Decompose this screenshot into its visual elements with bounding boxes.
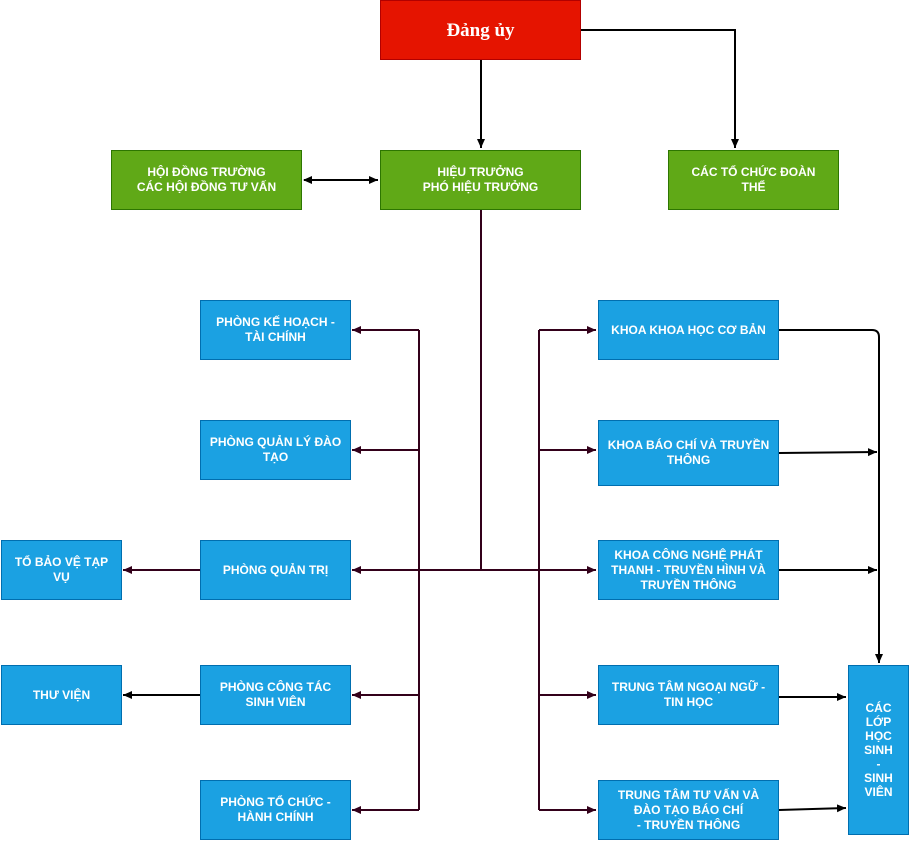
unions-label: CÁC TỔ CHỨC ĐOÀN THỂ <box>691 165 816 194</box>
basic-science-node: KHOA KHOA HỌC CƠ BẢN <box>598 300 779 360</box>
language-it-node: TRUNG TÂM NGOẠI NGỮ - TIN HỌC <box>598 665 779 725</box>
party-committee-node: Đảng ủy <box>380 0 581 60</box>
administration-label: PHÒNG QUẢN TRỊ <box>222 562 329 577</box>
consulting-training-label: TRUNG TÂM TƯ VẤN VÀ ĐÀO TẠO BÁO CHÍ - TR… <box>617 787 760 832</box>
unions-node: CÁC TỔ CHỨC ĐOÀN THỂ <box>668 150 839 210</box>
language-it-label: TRUNG TÂM NGOẠI NGỮ - TIN HỌC <box>611 680 766 709</box>
councils-node: HỘI ĐỒNG TRƯỜNG CÁC HỘI ĐỒNG TƯ VẤN <box>111 150 302 210</box>
broadcast-tech-label: KHOA CÔNG NGHỆ PHÁT THANH - TRUYỀN HÌNH … <box>611 547 766 592</box>
student-affairs-label: PHÒNG CÔNG TÁC SINH VIÊN <box>219 680 332 709</box>
basic-science-label: KHOA KHOA HỌC CƠ BẢN <box>611 322 766 337</box>
library-node: THƯ VIỆN <box>1 665 122 725</box>
student-classes-node: CÁC LỚP HỌC SINH - SINH VIÊN <box>848 665 909 835</box>
edge-basic-classes <box>779 329 883 663</box>
security-team-node: TỔ BẢO VỆ TẠP VỤ <box>1 540 122 600</box>
planning-finance-node: PHÒNG KẾ HOẠCH - TÀI CHÍNH <box>200 300 351 360</box>
training-mgmt-label: PHÒNG QUẢN LÝ ĐÀO TẠO <box>209 435 342 464</box>
journalism-label: KHOA BÁO CHÍ VÀ TRUYỀN THÔNG <box>607 438 770 467</box>
student-affairs-node: PHÒNG CÔNG TÁC SINH VIÊN <box>200 665 351 725</box>
security-team-label: TỔ BẢO VỆ TẠP VỤ <box>14 555 109 584</box>
consulting-training-node: TRUNG TÂM TƯ VẤN VÀ ĐÀO TẠO BÁO CHÍ - TR… <box>598 780 779 840</box>
councils-label: HỘI ĐỒNG TRƯỜNG CÁC HỘI ĐỒNG TƯ VẤN <box>136 165 277 194</box>
rector-label: HIỆU TRƯỞNG PHÓ HIỆU TRƯỞNG <box>422 165 539 194</box>
rector-node: HIỆU TRƯỞNG PHÓ HIỆU TRƯỞNG <box>380 150 581 210</box>
edge-party-unions <box>581 29 739 148</box>
personnel-label: PHÒNG TỔ CHỨC - HÀNH CHÍNH <box>220 795 331 824</box>
training-mgmt-node: PHÒNG QUẢN LÝ ĐÀO TẠO <box>200 420 351 480</box>
student-classes-label: CÁC LỚP HỌC SINH - SINH VIÊN <box>864 701 893 799</box>
personnel-node: PHÒNG TỔ CHỨC - HÀNH CHÍNH <box>200 780 351 840</box>
planning-finance-label: PHÒNG KẾ HOẠCH - TÀI CHÍNH <box>216 315 335 344</box>
library-label: THƯ VIỆN <box>32 687 91 702</box>
broadcast-tech-node: KHOA CÔNG NGHỆ PHÁT THANH - TRUYỀN HÌNH … <box>598 540 779 600</box>
party-committee-label: Đảng ủy <box>446 19 515 41</box>
journalism-node: KHOA BÁO CHÍ VÀ TRUYỀN THÔNG <box>598 420 779 486</box>
administration-node: PHÒNG QUẢN TRỊ <box>200 540 351 600</box>
